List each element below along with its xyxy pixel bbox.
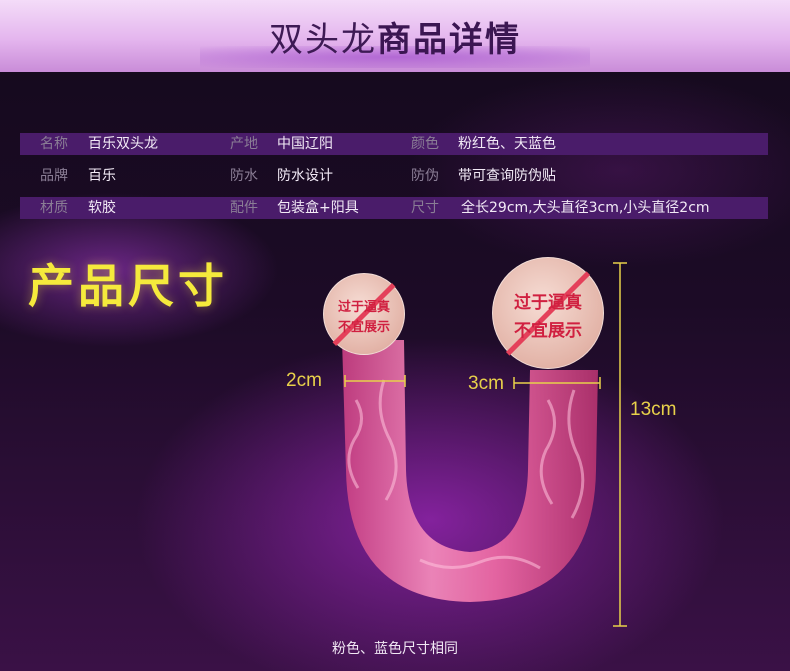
censor-badge-small: 过于逼真 不宜展示 [323,273,405,355]
spec-label: 产地 [230,136,258,152]
product-texture [347,379,585,570]
spec-label: 尺寸 [411,200,439,216]
prohibited-icon [505,271,591,356]
spec-value: 全长29cm,大头直径3cm,小头直径2cm [461,200,710,216]
censor-line2: 不宜展示 [514,321,582,341]
spec-label: 防水 [230,168,258,184]
spec-value: 包装盒+阳具 [277,200,359,216]
censor-badge-large: 过于逼真 不宜展示 [492,257,604,369]
title-details: 商品详情 [377,20,521,60]
spec-row: 名称 百乐双头龙 产地 中国辽阳 颜色 粉红色、天蓝色 [20,130,768,162]
spec-value: 百乐 [88,168,116,184]
spec-label: 材质 [40,200,68,216]
product-body [342,340,598,602]
spec-value: 百乐双头龙 [88,136,158,152]
title-product-name: 双头龙 [269,20,377,60]
small-end-dimension [344,375,406,387]
censor-line1: 过于逼真 [337,300,390,315]
size-caption: 粉色、蓝色尺寸相同 [332,641,458,657]
spec-label: 防伪 [411,168,439,184]
length-label: 13cm [630,399,677,420]
header-glow [200,46,590,68]
censor-line1: 过于逼真 [514,293,582,313]
length-dimension [613,262,627,627]
page-title: 双头龙商品详情 [0,12,790,61]
large-end-dimension [513,377,601,389]
spec-row: 材质 软胶 配件 包装盒+阳具 尺寸 全长29cm,大头直径3cm,小头直径2c… [20,194,768,226]
spec-table: 名称 百乐双头龙 产地 中国辽阳 颜色 粉红色、天蓝色 品牌 百乐 防水 防水设… [20,130,768,226]
spec-row: 品牌 百乐 防水 防水设计 防伪 带可查询防伪贴 [20,162,768,194]
spec-value: 粉红色、天蓝色 [458,136,556,152]
header-banner: 双头龙商品详情 [0,0,790,72]
spec-value: 防水设计 [277,168,333,184]
spec-label: 颜色 [411,136,439,152]
spec-label: 名称 [40,136,68,152]
spec-label: 配件 [230,200,258,216]
spec-value: 中国辽阳 [277,136,333,152]
spec-label: 品牌 [40,168,68,184]
spec-value: 软胶 [88,200,116,216]
spec-value: 带可查询防伪贴 [458,168,556,184]
size-section-title: 产品尺寸 [28,259,228,313]
censor-line2: 不宜展示 [337,320,390,335]
small-end-diameter-label: 2cm [286,370,322,391]
large-end-diameter-label: 3cm [468,373,504,394]
